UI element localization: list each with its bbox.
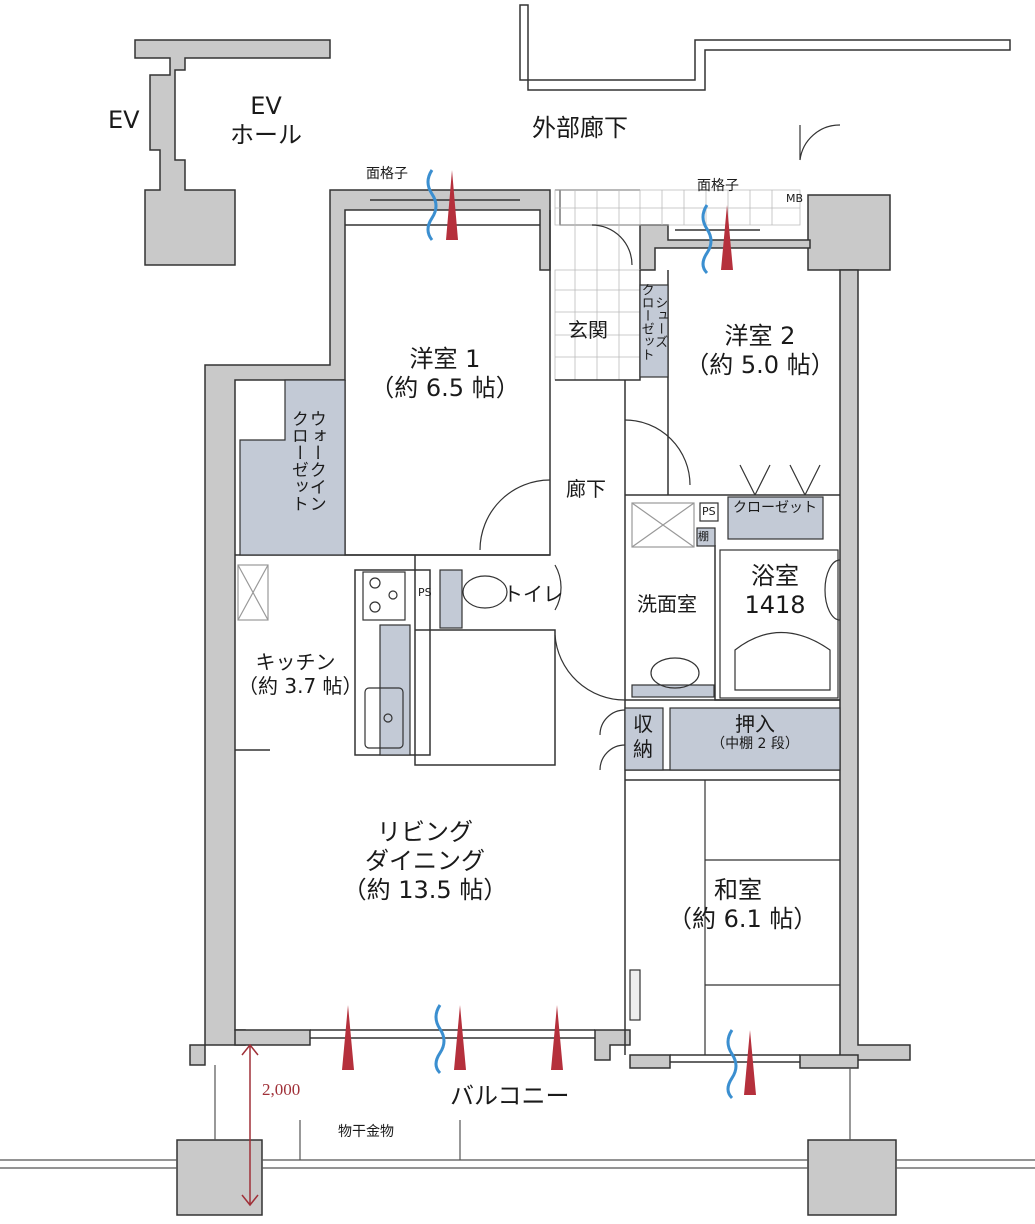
balcony-depth-label: 2,000	[262, 1080, 301, 1099]
ev-wall	[134, 39, 331, 266]
washroom-label: 洗面室	[637, 592, 697, 616]
right-wall	[839, 269, 911, 1061]
living-name-2: ダイニング	[365, 846, 485, 875]
walk-in-closet-col1: ウォークイン	[305, 410, 326, 512]
washbasin-counter	[631, 684, 715, 698]
ev-label: EV	[108, 106, 140, 134]
bottom-wall-left	[234, 1029, 311, 1046]
mb-label: MB	[786, 192, 804, 205]
closet-label: クローゼット	[733, 500, 817, 516]
walk-in-closet-label: ウォークイン クローゼット	[287, 410, 326, 512]
storage-label: 収 納	[633, 712, 653, 762]
oshiire-note: （中棚 2 段）	[711, 736, 799, 752]
walk-in-closet-col2: クローゼット	[287, 410, 308, 512]
storage-char-1: 収	[633, 712, 653, 736]
japanese-room-label: 和室 （約 6.1 帖）	[668, 876, 818, 934]
hallway-label: 廊下	[566, 477, 606, 501]
balcony-label: バルコニー	[450, 1082, 570, 1110]
toilet-label: トイレ	[503, 582, 563, 606]
bathroom-size: 1418	[744, 590, 806, 619]
bottom-wall-far	[799, 1054, 859, 1069]
mb-column	[807, 194, 891, 271]
oshiire-name: 押入	[735, 712, 775, 736]
toilet-tank	[439, 569, 463, 629]
western-room-2-name: 洋室 2	[724, 322, 796, 350]
oshiire	[669, 707, 841, 771]
western-room-2-size: （約 5.0 帖）	[685, 350, 835, 379]
clothes-hanger-label: 物干金物	[338, 1124, 394, 1140]
balcony-column-right	[807, 1139, 897, 1216]
ev-hall-label: EV ホール	[230, 92, 302, 150]
closet-room2	[727, 496, 824, 540]
balcony-dimension-line	[241, 1043, 259, 1207]
lattice-label-1: 面格子	[366, 166, 408, 182]
kitchen-name: キッチン	[255, 650, 336, 674]
western-room-1-size: （約 6.5 帖）	[370, 373, 520, 402]
ev-hall-line2: ホール	[230, 120, 302, 149]
bottom-wall-mid	[594, 1029, 631, 1061]
outer-corridor-label: 外部廊下	[532, 114, 628, 142]
bottom-wall-right	[629, 1054, 671, 1069]
western-room-1: 洋室 1 （約 6.5 帖）	[370, 345, 520, 403]
japanese-room-size: （約 6.1 帖）	[668, 904, 818, 933]
western-room-2: 洋室 2 （約 5.0 帖）	[680, 322, 840, 380]
entrance-label: 玄関	[568, 318, 608, 342]
bathroom-name: 浴室	[751, 562, 799, 590]
tatami-strip	[629, 969, 641, 1021]
kitchen-size: （約 3.7 帖）	[238, 674, 363, 698]
ps-label-2: PS	[702, 505, 716, 518]
storage	[624, 707, 664, 771]
japanese-room-name: 和室	[714, 876, 762, 904]
kitchen-label: キッチン （約 3.7 帖）	[238, 650, 363, 698]
ps-label-1: PS	[418, 586, 432, 599]
oshiire-label: 押入 （中棚 2 段）	[690, 712, 820, 753]
shelf-label: 棚	[698, 530, 709, 543]
living-name-1: リビング	[377, 818, 473, 846]
shoe-closet-col1: シューズ	[652, 296, 668, 348]
lattice-label-2: 面格子	[697, 178, 739, 194]
living-dining-label: リビング ダイニング （約 13.5 帖）	[340, 818, 510, 904]
western-room-1-name: 洋室 1	[409, 345, 481, 373]
bathroom-label: 浴室 1418	[740, 562, 810, 620]
ev-hall-line1: EV	[250, 92, 282, 120]
corridor-wall	[519, 4, 1011, 91]
walk-in-closet	[239, 379, 346, 556]
shoe-closet	[639, 284, 669, 378]
storage-char-2: 納	[633, 737, 653, 761]
shelf	[696, 527, 716, 547]
shoe-closet-label: シューズ クローゼット	[638, 283, 668, 361]
left-wall	[189, 189, 551, 1066]
kitchen-counter	[379, 624, 411, 756]
shoe-closet-col2: クローゼット	[638, 283, 654, 361]
living-size: （約 13.5 帖）	[342, 875, 508, 904]
airflow-markers	[342, 169, 756, 1100]
